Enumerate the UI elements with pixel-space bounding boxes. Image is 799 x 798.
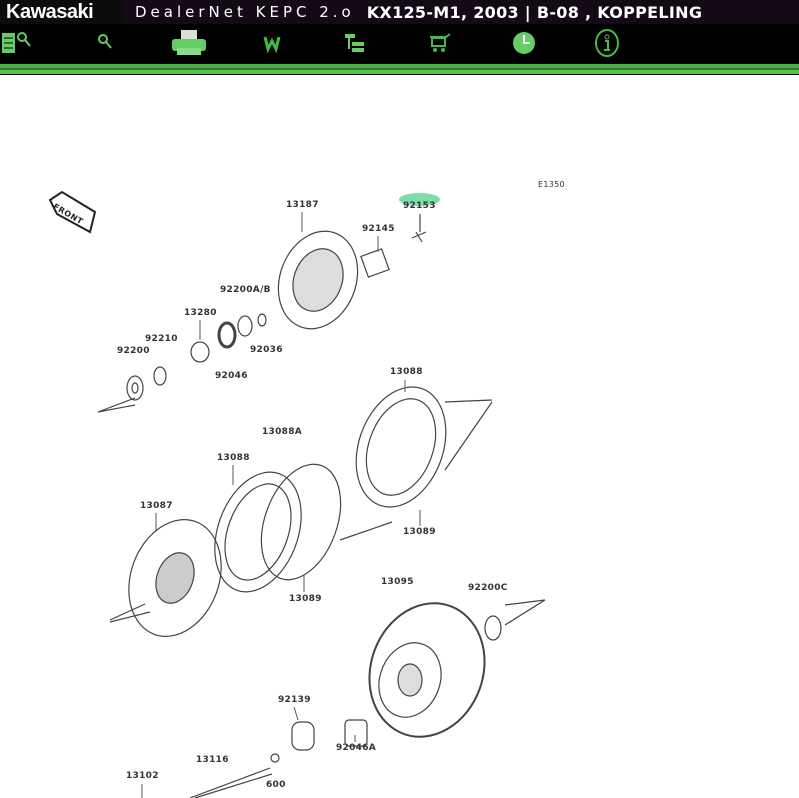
clutch-housing (368, 602, 486, 738)
bolt (411, 231, 427, 243)
front-arrow-icon (48, 190, 97, 234)
parts-icon[interactable] (255, 30, 289, 56)
pressure-plate (277, 230, 359, 330)
part-label[interactable]: 92145 (362, 224, 395, 234)
app-name: DealerNet KEPC 2.o (135, 3, 355, 21)
part-label[interactable]: 13088A (262, 427, 303, 437)
part-label[interactable]: 92046 (215, 371, 248, 381)
part-label[interactable]: 92036 (250, 345, 283, 355)
part-label[interactable]: 92200A/B (220, 285, 271, 295)
header-divider (0, 62, 799, 76)
diagram-code: E1350 (538, 180, 565, 189)
cart-icon[interactable] (424, 30, 458, 56)
page-title: KX125-M1, 2003 | B-08 , KOPPELING (366, 2, 703, 22)
part-label[interactable]: 13089 (289, 594, 322, 604)
search-icon[interactable] (88, 30, 122, 56)
tree-icon[interactable] (338, 30, 372, 56)
toolbar (0, 24, 799, 62)
part-label[interactable]: 600 (266, 780, 286, 790)
part-label-selected[interactable]: 92153 (403, 201, 436, 211)
kawasaki-logo: Kawasaki (0, 0, 123, 24)
part-label[interactable]: 92139 (278, 695, 311, 705)
clutch-hub (128, 519, 222, 637)
part-label[interactable]: 92200 (117, 346, 150, 356)
title-bar: Kawasaki DealerNet KEPC 2.o KX125-M1, 20… (0, 0, 799, 24)
clock-icon[interactable] (507, 30, 541, 56)
part-label[interactable]: 13089 (403, 527, 436, 537)
part-label[interactable]: 13102 (126, 771, 159, 781)
friction-plate (355, 386, 447, 508)
part-label[interactable]: 13280 (184, 308, 217, 318)
part-label[interactable]: 13187 (286, 200, 319, 210)
info-icon[interactable] (590, 29, 624, 57)
part-label[interactable]: 13088 (390, 367, 423, 377)
spring (360, 248, 390, 278)
part-label[interactable]: 92046A (336, 743, 377, 753)
document-search-icon[interactable] (0, 30, 34, 56)
part-label[interactable]: 13088 (217, 453, 250, 463)
part-label[interactable]: 92200C (468, 583, 508, 593)
highlighted-part-marker (399, 193, 440, 206)
part-label[interactable]: 13116 (196, 755, 229, 765)
part-label[interactable]: 92210 (145, 334, 178, 344)
part-label[interactable]: 13095 (381, 577, 414, 587)
part-label[interactable]: 13087 (140, 501, 173, 511)
printer-icon[interactable] (170, 30, 210, 56)
